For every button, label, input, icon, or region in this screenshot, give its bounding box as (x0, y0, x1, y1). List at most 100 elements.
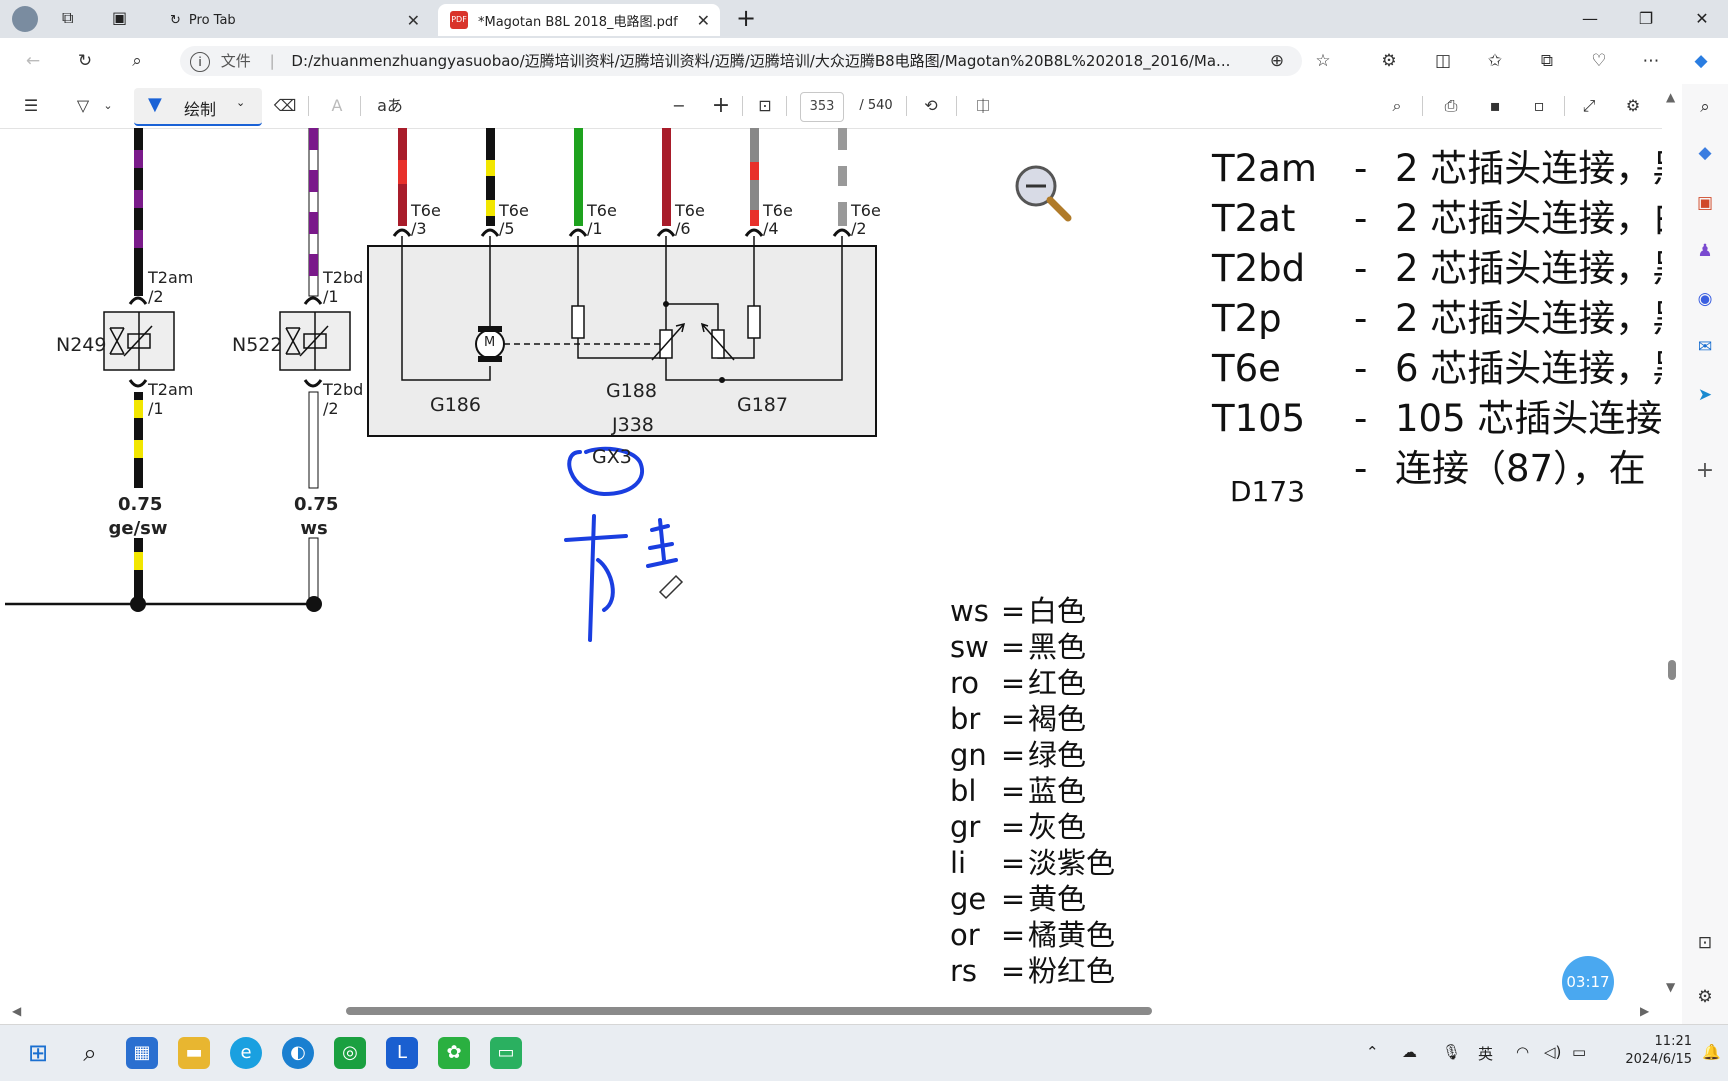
start-icon[interactable]: ⊞ (27, 1039, 49, 1067)
divider (742, 96, 743, 116)
read-aloud-icon[interactable]: A (331, 96, 343, 115)
file-explorer-icon[interactable]: ▬ (178, 1037, 210, 1069)
find-icon[interactable]: ⌕ (1392, 96, 1402, 115)
profile-avatar[interactable] (12, 6, 38, 32)
page-view-icon[interactable]: ⎅ (976, 96, 990, 115)
url-text[interactable]: D:/zhuanmenzhuangyasuobao/迈腾培训资料/迈腾培训资料/… (291, 52, 1231, 70)
pin-label: T6e/2 (851, 201, 881, 238)
chevron-down-icon[interactable]: ⌄ (236, 96, 246, 109)
recording-timer[interactable]: 03:17 (1562, 956, 1614, 1008)
vertical-scrollbar[interactable]: ▲ ▼ (1662, 90, 1682, 1000)
games-icon[interactable]: ♟ (1697, 241, 1713, 261)
wechat-icon[interactable]: ✿ (438, 1037, 470, 1069)
pin-label: T2bd/2 (323, 380, 364, 418)
file-label: 文件 (220, 52, 251, 70)
screenshot-icon[interactable]: ⊡ (1697, 933, 1713, 953)
microphone-icon[interactable]: 🎙 (1442, 1043, 1462, 1061)
show-hidden-icons[interactable]: ⌃ (1366, 1043, 1379, 1061)
divider (786, 96, 787, 116)
outlook-icon[interactable]: ✉ (1697, 337, 1713, 357)
copilot-icon[interactable]: ◆ (1694, 51, 1708, 71)
send-icon[interactable]: ➤ (1697, 385, 1713, 405)
highlight-icon[interactable]: ▽ (76, 96, 90, 115)
page-total: / 540 (859, 98, 893, 113)
zoom-in-button[interactable]: + (711, 93, 731, 118)
horizontal-scrollbar[interactable]: ◀ ▶ (0, 1000, 1662, 1022)
page-number-input[interactable]: 353 (800, 92, 844, 122)
tag-icon[interactable]: ◆ (1698, 143, 1712, 163)
search-icon[interactable]: ⌕ (83, 1039, 97, 1067)
collections-icon[interactable]: ⧉ (1540, 51, 1554, 71)
app-blue-icon[interactable]: L (386, 1037, 418, 1069)
scroll-left-arrow[interactable]: ◀ (12, 1004, 22, 1018)
fullscreen-icon[interactable]: ⤢ (1582, 96, 1596, 115)
rotate-icon[interactable]: ⟲ (924, 96, 938, 115)
split-screen-icon[interactable]: ◫ (1434, 51, 1452, 71)
print-icon[interactable]: ⎙ (1444, 96, 1458, 115)
chevron-down-icon[interactable]: ⌄ (103, 99, 113, 112)
draw-button[interactable]: ▼ 绘制 ⌄ (134, 88, 262, 126)
scroll-up-arrow[interactable]: ▲ (1666, 90, 1676, 104)
edge-legacy-icon[interactable]: e (230, 1037, 262, 1069)
close-tab-icon[interactable]: ✕ (696, 10, 710, 30)
notification-bell-icon[interactable]: 🔔 (1702, 1043, 1721, 1061)
settings-gear-icon[interactable]: ⚙ (1625, 96, 1641, 115)
search-icon[interactable]: ⌕ (1700, 97, 1710, 117)
legend-row: ro=红色 (950, 666, 1087, 700)
contents-icon[interactable]: ☰ (23, 96, 39, 115)
add-icon[interactable]: + (1695, 458, 1715, 483)
browser-essentials-icon[interactable]: ♡ (1591, 51, 1607, 71)
back-icon[interactable]: ← (25, 51, 41, 71)
reload-icon[interactable]: ↻ (77, 51, 93, 71)
save-icon[interactable]: ▪ (1489, 96, 1501, 115)
horizontal-scroll-thumb[interactable] (346, 1007, 1152, 1015)
connector-row: T2p-2 芯插头连接，黑 (1212, 297, 1690, 340)
store-icon[interactable]: ▦ (126, 1037, 158, 1069)
volume-icon[interactable]: ◁) (1544, 1043, 1562, 1061)
refresh-tab-icon: ↻ (170, 12, 181, 28)
close-window-button[interactable]: ✕ (1695, 9, 1709, 28)
eraser-icon[interactable]: ⌫ (273, 96, 297, 115)
tab-pdf[interactable]: PDF *Magotan B8L 2018_电路图.pdf ✕ (438, 4, 720, 36)
tab-actions-icon[interactable]: ▣ (112, 8, 128, 27)
pdf-icon: PDF (450, 11, 468, 29)
restore-button[interactable]: ❐ (1638, 9, 1654, 28)
zoom-icon[interactable]: ⊕ (1269, 51, 1285, 71)
tab-label: *Magotan B8L 2018_电路图.pdf (478, 14, 678, 30)
battery-icon[interactable]: ▭ (1572, 1043, 1587, 1061)
component-g188: G188 (606, 380, 657, 402)
search-icon[interactable]: ⌕ (132, 51, 142, 71)
scroll-down-arrow[interactable]: ▼ (1666, 980, 1676, 994)
remote-desktop-icon[interactable]: ▭ (490, 1037, 522, 1069)
favorites-icon[interactable]: ✩ (1487, 51, 1503, 71)
copilot-sidebar-icon[interactable]: ◉ (1697, 289, 1713, 309)
extensions-icon[interactable]: ⚙ (1381, 51, 1397, 71)
zoom-out-button[interactable]: − (672, 96, 686, 115)
favorite-star-icon[interactable]: ☆ (1315, 51, 1331, 71)
ime-indicator[interactable]: 英 (1478, 1045, 1494, 1063)
more-menu-icon[interactable]: ⋯ (1642, 51, 1660, 71)
app-green-icon[interactable]: ◎ (334, 1037, 366, 1069)
wifi-icon[interactable]: ◠ (1516, 1043, 1530, 1061)
divider (956, 96, 957, 116)
component-gx3: GX3 (592, 446, 632, 468)
edge-icon[interactable]: ◐ (282, 1037, 314, 1069)
vertical-scroll-thumb[interactable] (1668, 660, 1676, 680)
save-as-icon[interactable]: ▫ (1533, 96, 1545, 115)
toolbox-icon[interactable]: ▣ (1696, 193, 1714, 213)
settings-gear-icon[interactable]: ⚙ (1697, 987, 1713, 1007)
fit-page-icon[interactable]: ⊡ (758, 96, 772, 115)
text-options-button[interactable]: aあ (377, 96, 403, 115)
workspaces-icon[interactable]: ⧉ (62, 8, 74, 27)
scroll-right-arrow[interactable]: ▶ (1640, 1004, 1650, 1018)
clock[interactable]: 11:21 2024/6/15 (1608, 1033, 1692, 1069)
info-icon[interactable]: i (190, 51, 210, 72)
onedrive-icon[interactable]: ☁ (1402, 1043, 1417, 1061)
wire-n522-top (308, 128, 319, 297)
address-bar[interactable]: i 文件 | D:/zhuanmenzhuangyasuobao/迈腾培训资料/… (180, 46, 1302, 76)
tab-pro-tab[interactable]: ↻ Pro Tab ✕ (158, 4, 430, 36)
close-tab-icon[interactable]: ✕ (406, 10, 420, 30)
minimize-button[interactable]: — (1582, 9, 1598, 28)
new-tab-button[interactable]: + (736, 4, 757, 32)
legend-row: li=淡紫色 (950, 846, 1116, 880)
